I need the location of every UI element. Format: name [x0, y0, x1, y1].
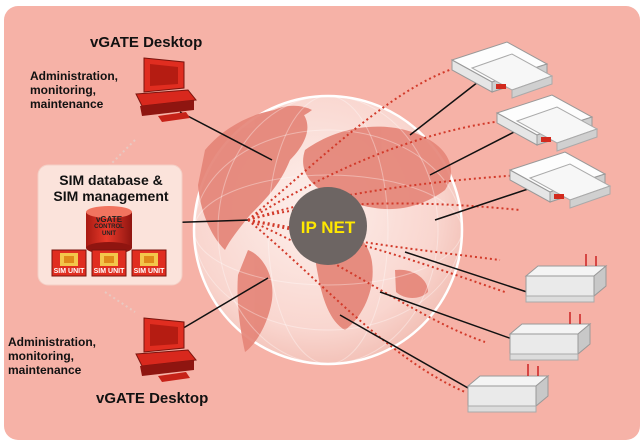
sim-unit-boxes — [51, 249, 167, 277]
control-unit-label-2: CONTROL — [94, 224, 124, 230]
ip-net-label: IP NET — [300, 218, 356, 237]
ip-net-hub — [289, 187, 367, 265]
desktop-bottom-desc-2: monitoring, — [8, 349, 74, 363]
control-unit-label-3: UNIT — [102, 231, 116, 237]
desktop-top-title: vGATE Desktop — [90, 34, 203, 51]
desktop-bottom-desc-1: Administration, — [8, 335, 97, 349]
gateway-links — [339, 81, 541, 393]
desktop-computer-icon — [135, 317, 197, 382]
sim-database-title-2: SIM management — [53, 188, 169, 204]
desktop-top-desc-2: monitoring, — [30, 83, 96, 97]
desktop-bottom-title: vGATE Desktop — [96, 390, 209, 407]
sim-unit-label: SIM UNIT — [133, 268, 165, 275]
desktop-top-desc-1: Administration, — [30, 69, 119, 83]
gateway-rack-units — [466, 254, 608, 413]
sim-unit-label: SIM UNIT — [93, 268, 125, 275]
desktop-computer-icon — [135, 57, 197, 122]
control-unit-cylinder-icon — [86, 206, 132, 254]
sim-db-links — [104, 139, 136, 313]
dotted-links — [247, 67, 521, 393]
control-unit-label-1: vGATE — [95, 215, 123, 224]
desktop-top-desc-3: maintenance — [30, 97, 104, 111]
sim-database-title-1: SIM database & — [59, 172, 163, 188]
sim-unit-label: SIM UNIT — [53, 268, 85, 275]
desktop-bottom-desc-3: maintenance — [8, 363, 82, 377]
gateway-flat-units — [450, 41, 612, 209]
